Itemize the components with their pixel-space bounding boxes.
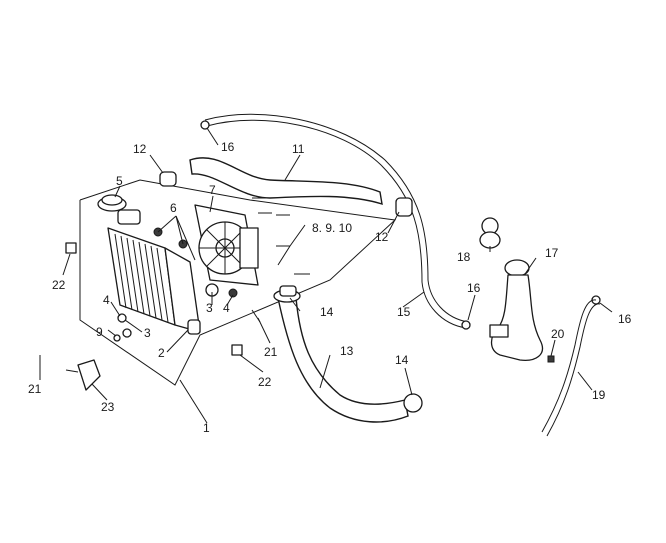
callout-18: 18 xyxy=(457,250,471,264)
callout-12-right: 12 xyxy=(375,230,389,244)
callout-4-left: 4 xyxy=(103,293,110,307)
callout-13: 13 xyxy=(340,344,354,358)
callout-6: 6 xyxy=(170,201,177,215)
hose-clamps xyxy=(159,120,601,413)
callout-16-right: 16 xyxy=(618,312,632,326)
radiator-cap xyxy=(97,194,127,212)
callout-21-mid: 21 xyxy=(264,345,278,359)
callout-9: 9 xyxy=(96,325,103,339)
callout-4-right: 4 xyxy=(223,301,230,315)
upper-hose xyxy=(189,157,383,206)
callout-15: 15 xyxy=(397,305,411,319)
radiator xyxy=(107,209,201,335)
callout-21-left: 21 xyxy=(28,382,42,396)
callout-16-mid: 16 xyxy=(467,281,481,295)
callout-3-right: 3 xyxy=(206,301,213,315)
callout-3-left: 3 xyxy=(144,326,151,340)
callout-23: 23 xyxy=(101,400,115,414)
callout-16-top: 16 xyxy=(221,140,235,154)
sensor-23 xyxy=(77,359,101,391)
assembly-outline xyxy=(79,179,397,386)
callout-8-9-10: 8. 9. 10 xyxy=(312,221,352,235)
reservoir-hose xyxy=(541,299,601,437)
radiator-fins xyxy=(114,233,169,323)
reservoir-cap xyxy=(479,217,501,249)
callout-5: 5 xyxy=(116,174,123,188)
callout-11: 11 xyxy=(292,142,305,156)
callout-20: 20 xyxy=(551,327,565,341)
callout-17: 17 xyxy=(545,246,559,260)
callout-22-left: 22 xyxy=(52,278,66,292)
coolant-reservoir xyxy=(489,259,544,361)
callout-1: 1 xyxy=(203,421,210,435)
callout-19: 19 xyxy=(592,388,606,402)
callout-14-top: 14 xyxy=(320,305,334,319)
clip-20 xyxy=(547,355,555,363)
leader-lines xyxy=(39,127,613,424)
callout-22-mid: 22 xyxy=(258,375,272,389)
callout-7: 7 xyxy=(209,183,216,197)
overflow-hose xyxy=(204,113,469,329)
callout-labels: 1 2 3 3 4 4 5 6 7 8. 9. 10 9 11 12 12 13… xyxy=(28,140,632,435)
brackets-22 xyxy=(65,242,243,356)
fan-shroud xyxy=(194,204,259,286)
callout-14-bottom: 14 xyxy=(395,353,409,367)
callout-12-top: 12 xyxy=(133,142,147,156)
callout-2: 2 xyxy=(158,346,165,360)
